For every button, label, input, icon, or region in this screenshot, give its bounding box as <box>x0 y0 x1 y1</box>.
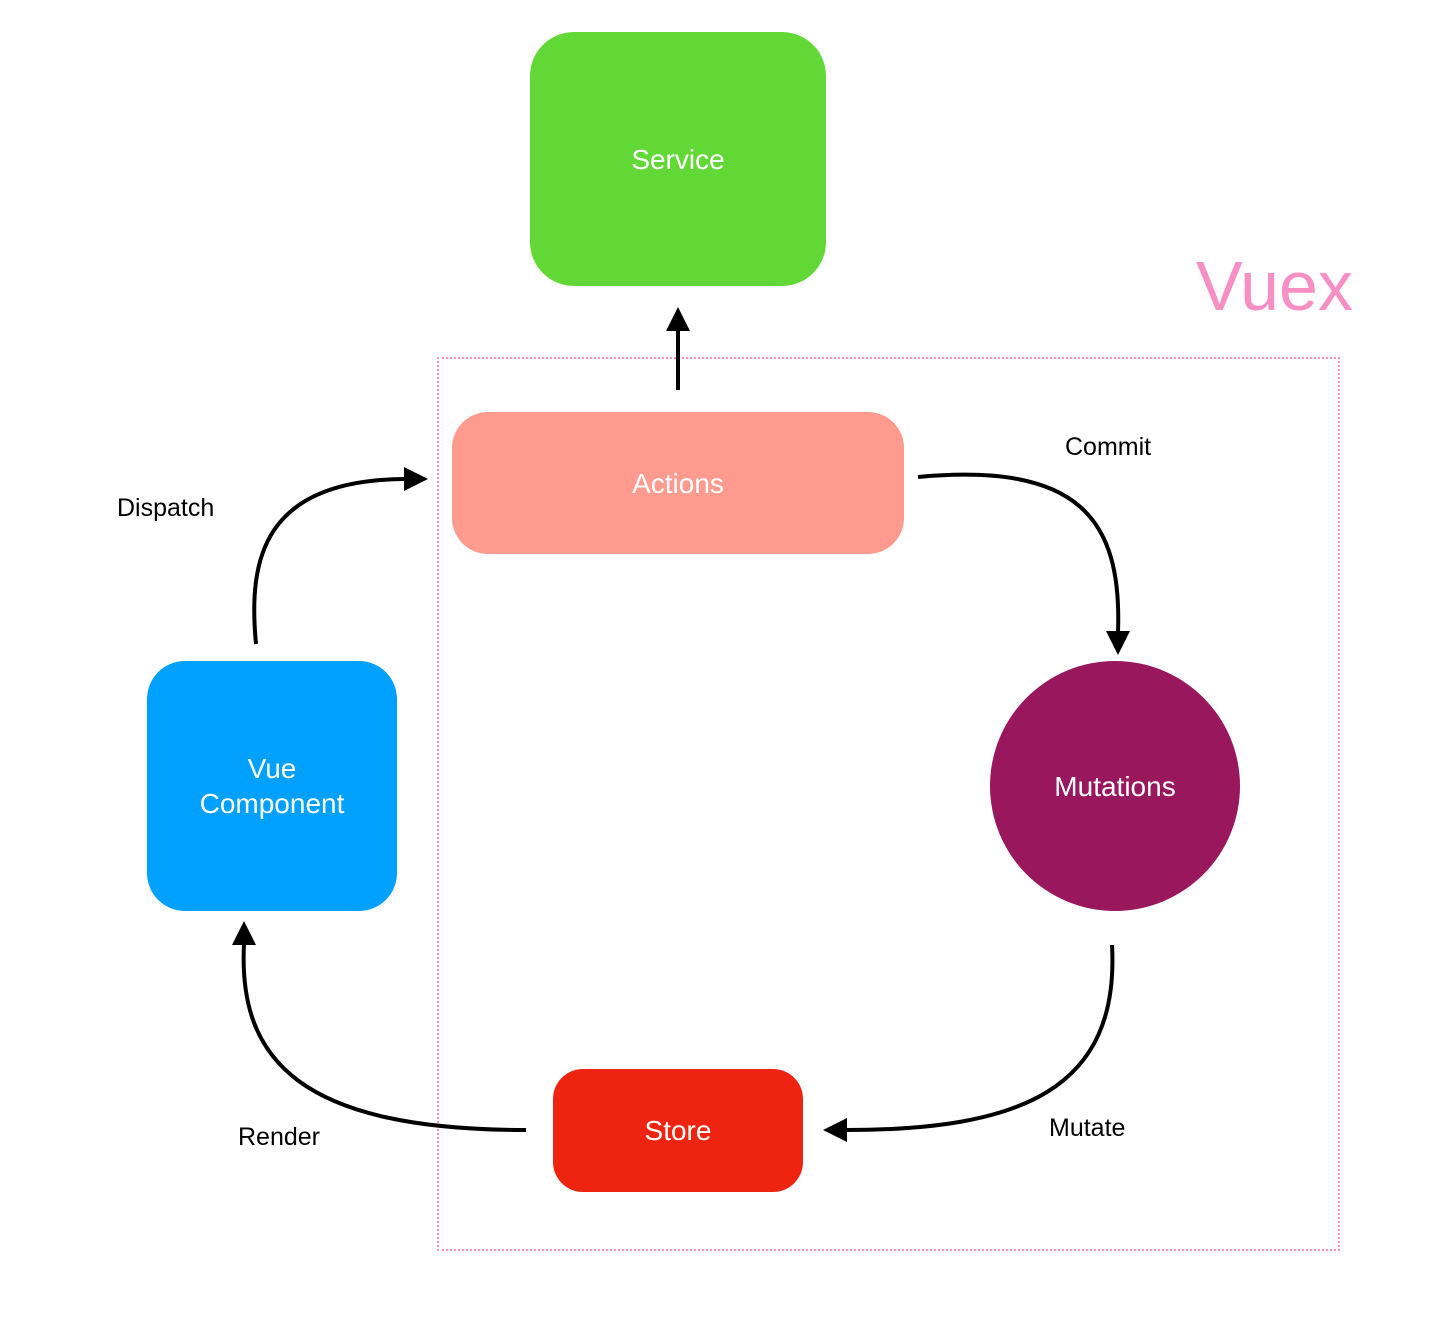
edge-mutate <box>845 944 1115 1132</box>
vue-component-label: Vue Component <box>199 753 345 819</box>
mutations-node: Mutations <box>990 661 1240 911</box>
service-label: Service <box>631 143 725 175</box>
mutations-label: Mutations <box>1054 770 1176 802</box>
edge-dispatch <box>252 477 406 645</box>
vuex-region <box>437 357 1340 1251</box>
service-node: Service <box>530 32 826 286</box>
store-label: Store <box>644 1115 712 1146</box>
arrow-head-commit <box>1106 631 1130 655</box>
render-label: Render <box>238 1123 320 1151</box>
arrow-head-render <box>232 921 256 945</box>
vuex-title: Vuex <box>1196 247 1353 325</box>
arrow-head-service <box>666 307 690 331</box>
actions-label: Actions <box>632 467 724 499</box>
arrow-head-dispatch <box>404 467 428 491</box>
actions-node: Actions <box>452 412 904 554</box>
store-node: Store <box>553 1069 803 1192</box>
arrow-head-mutate <box>823 1118 847 1142</box>
edge-render <box>241 943 527 1132</box>
dispatch-label: Dispatch <box>117 494 215 522</box>
mutate-label: Mutate <box>1049 1114 1126 1142</box>
vue-component-node: Vue Component <box>147 661 397 911</box>
commit-label: Commit <box>1065 433 1152 461</box>
edge-commit <box>917 472 1121 633</box>
